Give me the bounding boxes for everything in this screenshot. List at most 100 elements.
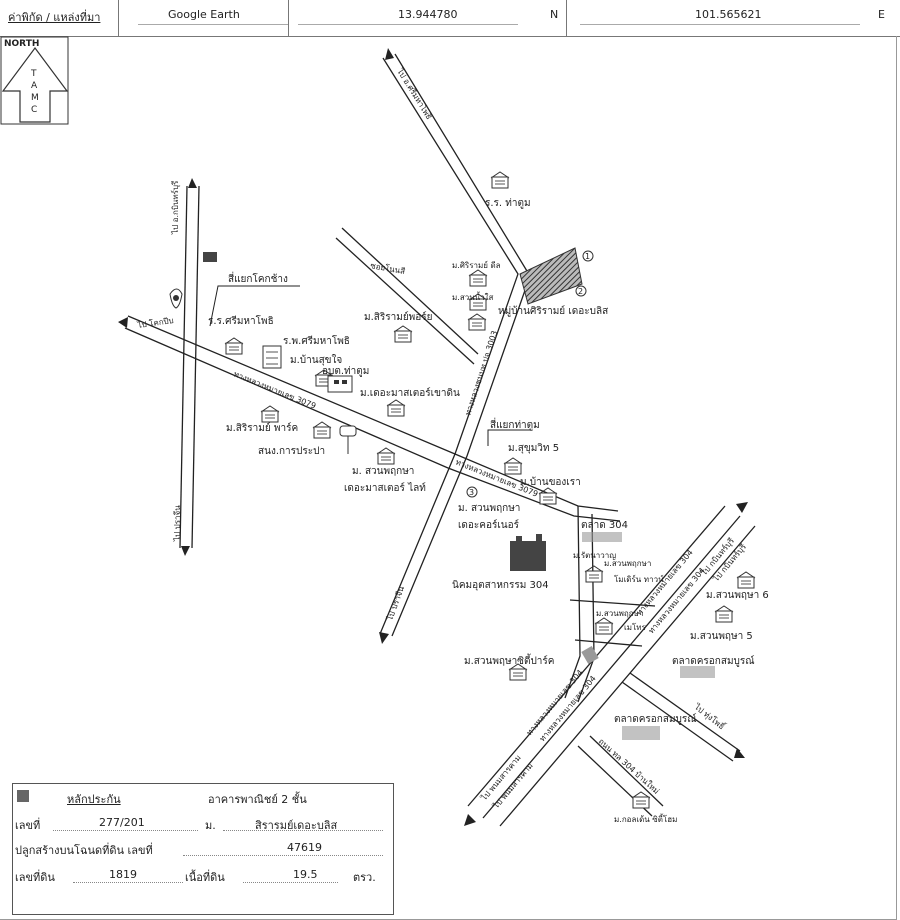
hospital-icon xyxy=(262,345,282,369)
marker-2 xyxy=(575,285,587,297)
moo-label: ม. xyxy=(205,819,216,832)
road-east-branch-edge xyxy=(621,681,734,762)
place-label: เดอะคอร์เนอร์ xyxy=(458,519,520,531)
place-label: ตลาดครอกสมบูรณ์ xyxy=(614,713,697,725)
road-hw304-lane xyxy=(499,525,756,827)
road-label: ไป ทุ่งโพธิ์ xyxy=(692,700,729,732)
road-label: ไป อ.ศรีมหาโพธิ xyxy=(395,66,435,121)
divider xyxy=(566,0,567,36)
latitude-direction: N xyxy=(550,8,559,21)
road-soi-nonsi xyxy=(341,227,479,355)
road-hw3079 xyxy=(127,315,619,512)
road-north-south xyxy=(379,57,519,635)
north-letter: T xyxy=(30,69,37,79)
amphoe-building-icon xyxy=(327,375,353,393)
location-map: NORTH T A M C xyxy=(0,36,769,827)
road-south-branch xyxy=(589,735,664,807)
longitude-direction: E xyxy=(878,8,885,21)
place-label: เดอะมาสเตอร์ ไลท์ xyxy=(344,482,426,494)
road-west-vertical xyxy=(179,185,188,549)
place-label: นิคมอุตสาหกรรม 304 xyxy=(452,580,549,591)
longitude-value: 101.565621 xyxy=(695,8,762,21)
place-label: ม.บ้านของเรา xyxy=(520,476,581,488)
place-label: สี่แยกท่าตูม xyxy=(490,417,540,431)
place-label: ตลาด 304 xyxy=(581,520,628,531)
land-no-label: เลขที่ดิน xyxy=(15,871,55,884)
water-tower-icon xyxy=(339,425,357,454)
road-soi-nonsi-edge xyxy=(335,237,475,365)
road-loop xyxy=(569,599,656,607)
north-letter: C xyxy=(31,105,37,115)
deed-value: 47619 xyxy=(287,841,322,854)
place-label: ม.สิริรามย์ พาร์ค xyxy=(226,422,298,434)
place-label: ม.สวนพฤษาซิตี้ปาร์ค xyxy=(464,653,554,667)
marker-3 xyxy=(466,486,478,498)
place-label: ม.สวนพฤกษา xyxy=(604,559,651,568)
north-arrow-icon xyxy=(0,36,69,125)
pointer-lines xyxy=(209,285,530,446)
road-end-arrows xyxy=(118,48,748,826)
svg-text:1: 1 xyxy=(585,252,590,261)
place-label: โมเดิร์น ทาวน์ xyxy=(614,574,664,584)
coordinate-header: ค่าพิกัด / แหล่งที่มา Google Earth 13.94… xyxy=(0,0,900,37)
place-label: ร.ร. ท่าตูม xyxy=(485,198,531,209)
place-label: ตลาดครอกสมบูรณ์ xyxy=(672,655,755,667)
underline xyxy=(298,24,518,25)
land-no-value: 1819 xyxy=(109,868,137,881)
temple-icon xyxy=(169,288,183,309)
house-no-label: เลขที่ xyxy=(15,819,41,832)
area-unit: ตรว. xyxy=(353,871,376,884)
subject-parcel xyxy=(519,247,583,305)
small-building-icon xyxy=(581,645,599,665)
divider xyxy=(288,0,289,36)
road-east-branch xyxy=(629,672,741,752)
divider xyxy=(118,0,119,36)
place-label: ม.สวนพฤษา 5 xyxy=(690,631,753,642)
building-type: อาคารพาณิชย์ 2 ชั้น xyxy=(208,793,307,806)
latitude-value: 13.944780 xyxy=(398,8,458,21)
place-label: ม. สวนพฤกษา xyxy=(352,466,414,477)
house-no-value: 277/201 xyxy=(99,816,145,829)
svg-text:2: 2 xyxy=(578,287,583,296)
underline xyxy=(580,24,860,25)
road-label: ไป ปราจีน xyxy=(173,505,182,542)
place-label: ม.สวนน้ำใส xyxy=(452,291,494,302)
road-hw3079-edge xyxy=(124,327,621,522)
area-value: 19.5 xyxy=(293,868,318,881)
road-network xyxy=(124,53,756,827)
road-south xyxy=(564,505,581,699)
north-letter: A xyxy=(31,81,38,91)
area-label: เนื้อที่ดิน xyxy=(185,871,225,884)
place-label: ม.สวนพฤกษา xyxy=(596,609,643,618)
place-label: ม.กอลเด้น ซิตี้โฮม xyxy=(614,813,677,824)
place-label: ม.เดอะมาสเตอร์เขาดิน xyxy=(360,387,460,399)
road-label: ทางหลวงชนบท ปจ.3003 xyxy=(463,329,499,416)
place-label: ม.บ้านสุขใจ xyxy=(290,354,342,366)
factory-icon xyxy=(510,534,546,571)
place-label: สี่แยกโคกช้าง xyxy=(228,271,288,285)
coord-source-value: Google Earth xyxy=(168,8,240,21)
place-label: ร.พ.ศรีมหาโพธิ xyxy=(283,334,350,347)
place-label: ม.สวนพฤษา 6 xyxy=(706,590,769,601)
place-label: อบต.ท่าตูม xyxy=(322,366,369,377)
small-building-icon xyxy=(203,252,217,262)
place-label: เมโทร xyxy=(624,622,647,632)
legend-swatch xyxy=(17,790,29,802)
underline xyxy=(138,24,288,25)
road-label: ถนน ทล 304 บ้านใหม่ xyxy=(597,737,661,796)
place-label: ม.ศิริรามย์ ดีล xyxy=(452,260,501,270)
svg-text:3: 3 xyxy=(469,488,474,497)
deed-label: ปลูกสร้างบนโฉนดที่ดิน เลขที่ xyxy=(15,844,153,857)
moo-value: สิรารมย์เดอะบลิส xyxy=(255,819,338,832)
market-icon xyxy=(582,532,715,740)
collateral-legend: หลักประกัน อาคารพาณิชย์ 2 ชั้น เลขที่ 27… xyxy=(12,783,394,915)
coord-source-label: ค่าพิกัด / แหล่งที่มา xyxy=(8,11,101,24)
subject-label: หมู่บ้านศิริรามย์ เดอะบลิส xyxy=(498,305,608,317)
place-label: ม.รัตนาวาญ xyxy=(573,551,616,560)
road-label: ไป อ.กบินทร์บุรี xyxy=(170,180,180,235)
legend-title: หลักประกัน xyxy=(67,793,121,806)
place-label: ม.สุขุมวิท 5 xyxy=(508,443,559,454)
marker-1 xyxy=(582,250,594,262)
place-label: ม.สิริรามย์พอร์ย xyxy=(364,311,433,323)
north-label: NORTH xyxy=(4,39,39,49)
